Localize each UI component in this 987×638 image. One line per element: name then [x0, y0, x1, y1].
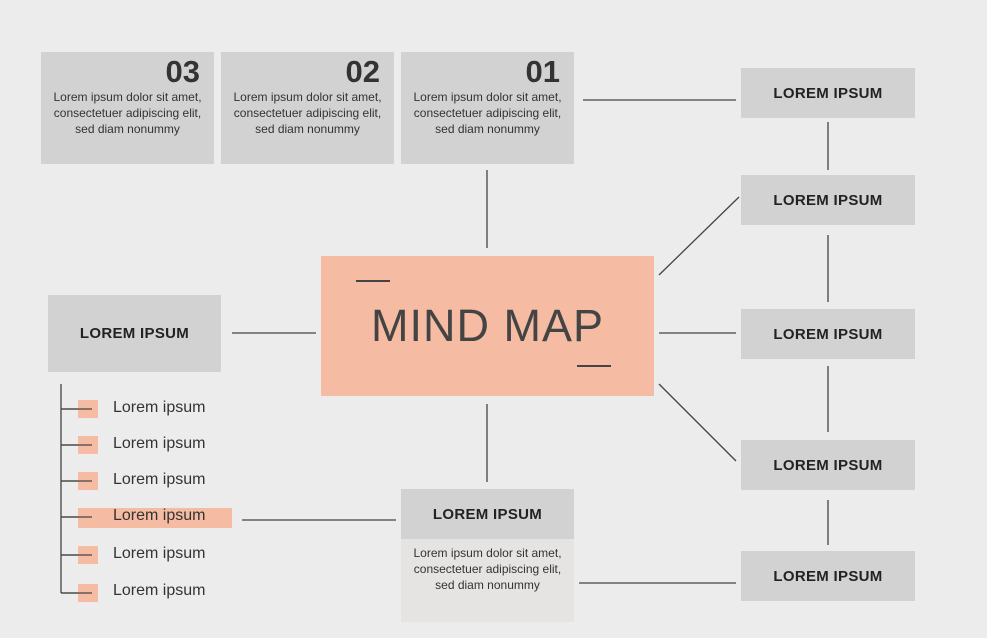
left-node-label: LOREM IPSUM	[79, 325, 190, 342]
card-01: 01 Lorem ipsum dolor sit amet, consectet…	[401, 52, 574, 164]
connector-center-right-2	[658, 196, 740, 276]
bottom-node-label: LOREM IPSUM	[432, 505, 543, 523]
right-node-label: LOREM IPSUM	[773, 325, 883, 343]
right-node-1: LOREM IPSUM	[741, 68, 915, 118]
list-item: Lorem ipsum	[113, 435, 206, 452]
list-item: Lorem ipsum	[113, 545, 206, 562]
connector-center-right-4	[658, 383, 737, 462]
center-title: MIND MAP	[371, 300, 604, 351]
right-node-label: LOREM IPSUM	[773, 191, 883, 209]
list-item: Lorem ipsum	[113, 471, 206, 488]
right-node-4: LOREM IPSUM	[741, 440, 915, 490]
title-dash-top	[356, 280, 390, 282]
bottom-node: LOREM IPSUM Lorem ipsum dolor sit amet, …	[401, 489, 574, 622]
right-node-label: LOREM IPSUM	[773, 567, 883, 585]
card-text: Lorem ipsum dolor sit amet, consectetuer…	[413, 90, 562, 136]
card-text: Lorem ipsum dolor sit amet, consectetuer…	[53, 90, 202, 136]
list-item: Lorem ipsum	[113, 399, 206, 416]
card-number: 02	[345, 54, 380, 89]
right-node-5: LOREM IPSUM	[741, 551, 915, 601]
right-node-2: LOREM IPSUM	[741, 175, 915, 225]
bottom-node-header: LOREM IPSUM	[401, 489, 574, 539]
right-node-label: LOREM IPSUM	[773, 456, 883, 474]
right-node-label: LOREM IPSUM	[773, 84, 883, 102]
bottom-node-text: Lorem ipsum dolor sit amet, consectetuer…	[413, 546, 562, 592]
right-node-3: LOREM IPSUM	[741, 309, 915, 359]
title-dash-bottom	[577, 365, 611, 367]
list-item: Lorem ipsum	[113, 507, 206, 524]
list-item: Lorem ipsum	[113, 582, 206, 599]
card-03: 03 Lorem ipsum dolor sit amet, consectet…	[41, 52, 214, 164]
card-number: 01	[525, 54, 560, 89]
list-item-highlight	[78, 508, 232, 528]
card-text: Lorem ipsum dolor sit amet, consectetuer…	[233, 90, 382, 136]
center-node: MIND MAP	[321, 256, 654, 396]
card-02: 02 Lorem ipsum dolor sit amet, consectet…	[221, 52, 394, 164]
card-number: 03	[165, 54, 200, 89]
left-node: LOREM IPSUM	[48, 295, 221, 372]
